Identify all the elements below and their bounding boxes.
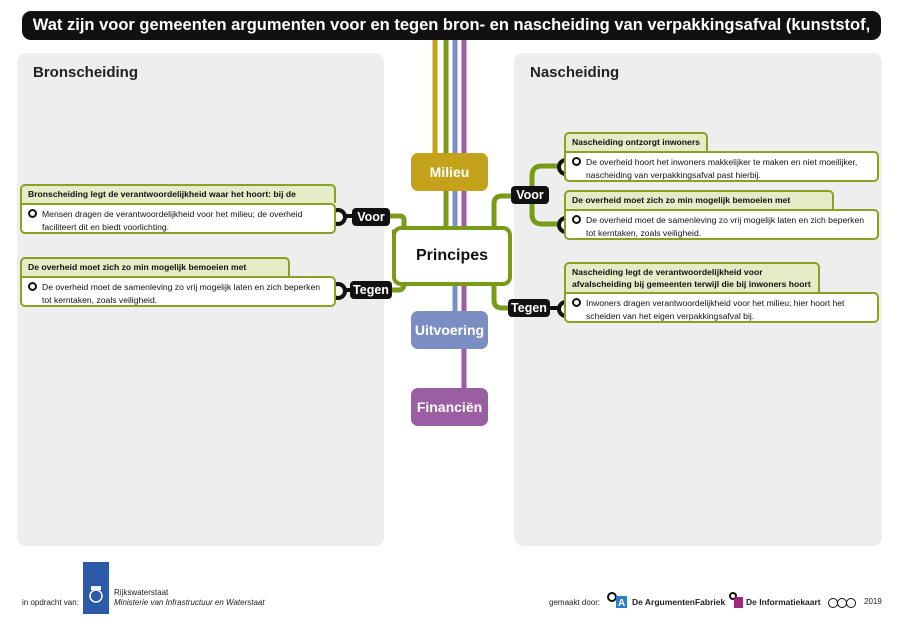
page-title: Wat zijn voor gemeenten argumenten voor … xyxy=(22,11,881,63)
maker-argumentenfabriek: De ArgumentenFabriek xyxy=(632,597,726,607)
made-by-label: gemaakt door: xyxy=(549,598,601,607)
principes-box: Principes xyxy=(392,226,512,286)
year: 2019 xyxy=(864,597,882,606)
bullet-icon xyxy=(572,157,581,166)
argument-body: De overheid moet de samenleving zo vrij … xyxy=(586,215,865,238)
left-tegen-tag: Tegen xyxy=(350,281,392,299)
milieu-box: Milieu xyxy=(411,153,488,191)
creative-commons-icon xyxy=(828,596,860,608)
argument-body: Mensen dragen de verantwoordelijkheid vo… xyxy=(42,209,303,232)
informatiekaart-icon xyxy=(729,592,743,608)
bullet-icon xyxy=(572,298,581,307)
bullet-icon xyxy=(28,282,37,291)
bullet-icon xyxy=(572,215,581,224)
crest-icon xyxy=(89,586,103,603)
right-tegen-tag: Tegen xyxy=(508,299,550,317)
right-voor-tag: Voor xyxy=(511,186,549,204)
rijkswaterstaat-logo xyxy=(83,562,109,614)
right-panel-title: Nascheiding xyxy=(530,64,620,81)
argument-card: Inwoners dragen verantwoordelijkheid voo… xyxy=(564,292,879,323)
commissioned-label: in opdracht van: xyxy=(22,598,79,607)
bullet-icon xyxy=(28,209,37,218)
argument-header: De overheid moet zich zo min mogelijk be… xyxy=(20,257,290,284)
org-subtitle: Ministerie van Infrastructuur en Waterst… xyxy=(114,598,265,607)
uitvoering-box: Uitvoering xyxy=(411,311,488,349)
left-panel-title: Bronscheiding xyxy=(33,64,139,81)
argument-card: Mensen dragen de verantwoordelijkheid vo… xyxy=(20,203,336,234)
argument-header: Nascheiding legt de verantwoordelijkheid… xyxy=(564,262,820,292)
argument-card: De overheid moet de samenleving zo vrij … xyxy=(564,209,879,240)
argument-header: Nascheiding ontzorgt inwoners xyxy=(564,132,708,151)
svg-text:A: A xyxy=(618,598,625,608)
financien-box: Financiën xyxy=(411,388,488,426)
argument-body: Inwoners dragen verantwoordelijkheid voo… xyxy=(586,298,845,321)
argument-body: De overheid hoort het inwoners makkelijk… xyxy=(586,157,858,180)
org-name: Rijkswaterstaat xyxy=(114,588,169,597)
argumentenfabriek-icon: A xyxy=(607,592,627,609)
left-voor-tag: Voor xyxy=(352,208,390,226)
maker-informatiekaart: De Informatiekaart xyxy=(746,597,821,607)
argument-card: De overheid hoort het inwoners makkelijk… xyxy=(564,151,879,182)
argument-header: Bronscheiding legt de verantwoordelijkhe… xyxy=(20,184,336,211)
argument-header: De overheid moet zich zo min mogelijk be… xyxy=(564,190,834,217)
argument-body: De overheid moet de samenleving zo vrij … xyxy=(42,282,321,305)
argument-card: De overheid moet de samenleving zo vrij … xyxy=(20,276,336,307)
